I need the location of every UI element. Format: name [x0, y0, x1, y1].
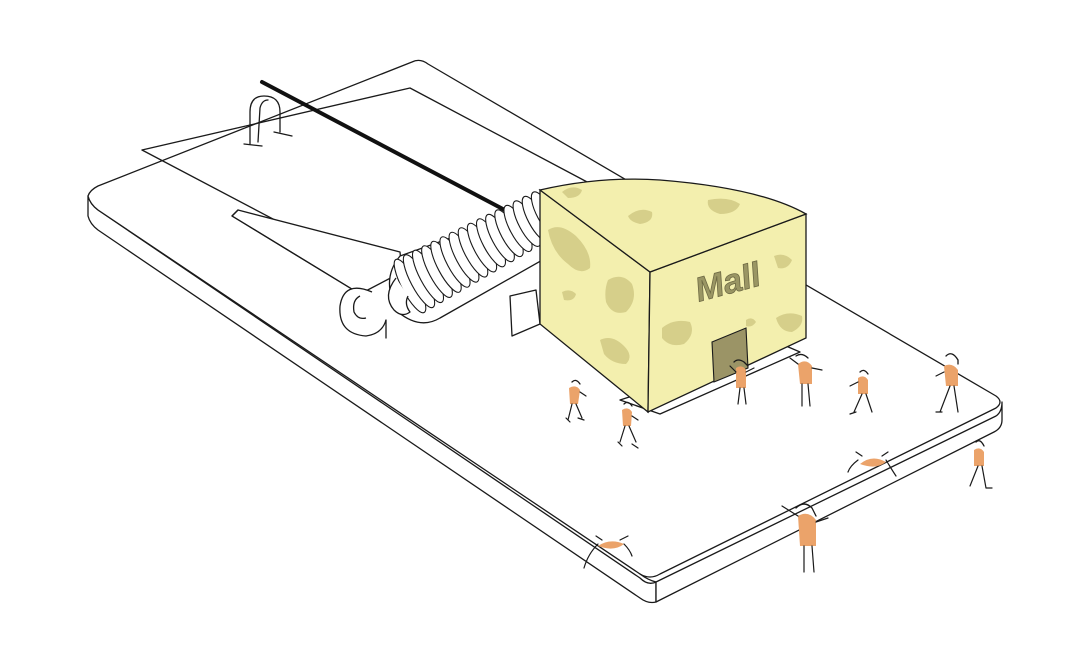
shopper-figure [729, 359, 755, 405]
shopper-figure [565, 379, 587, 423]
shoppers [565, 353, 993, 573]
mousetrap-spring [388, 191, 561, 324]
shopper-figure [849, 369, 873, 415]
locking-bar [260, 80, 522, 220]
shopper-figure [935, 353, 959, 413]
shopper-figure [617, 401, 639, 449]
shopper-figure [781, 503, 829, 573]
spring-curl [339, 277, 411, 339]
shopper-figure [789, 353, 823, 407]
shopper-figure [583, 535, 633, 569]
cheese-mall-building: Mall [538, 178, 808, 415]
cheese-holes [548, 187, 803, 364]
shopper-figure [847, 451, 897, 477]
mousetrap-base [87, 59, 1003, 604]
shopper-figure [969, 440, 993, 489]
cheese-top-face [538, 178, 808, 273]
